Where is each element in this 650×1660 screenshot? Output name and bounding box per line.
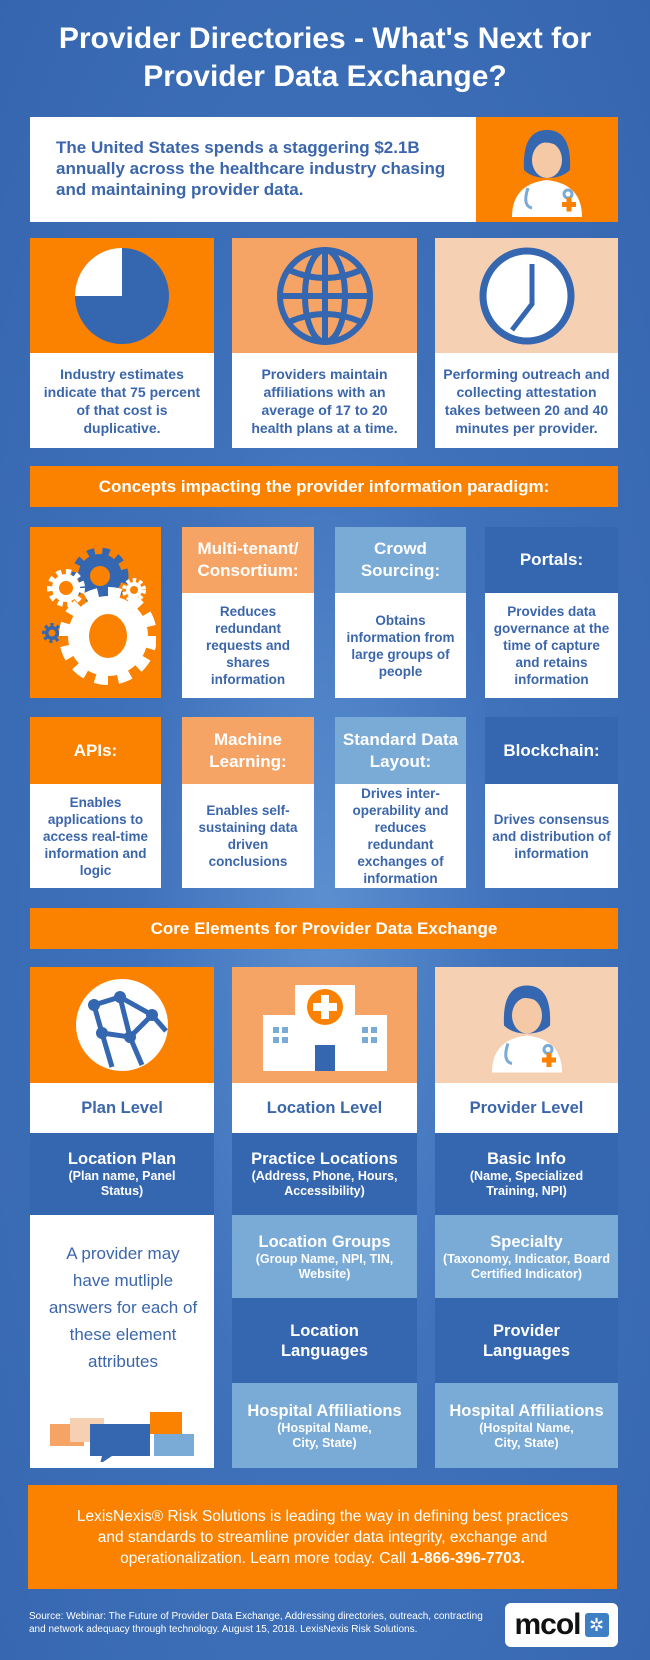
row-title: Location Plan — [67, 1150, 177, 1168]
footer-phone-link[interactable]: 1-866-396-7703. — [410, 1549, 525, 1567]
gears-icon — [30, 527, 161, 698]
concept-text: Enables applications to access real-time… — [30, 784, 161, 888]
stat-card-affiliations: Providers maintain affiliations with an … — [232, 353, 417, 448]
network-globe-icon — [30, 967, 214, 1083]
concept-text: Drives consensus and distribution of inf… — [485, 784, 618, 888]
location-languages-row: Location Languages — [232, 1298, 417, 1383]
location-level-label: Location Level — [232, 1083, 417, 1133]
concept-title: Portals: — [485, 527, 618, 593]
footer-cta: LexisNexis® Risk Solutions is leading th… — [28, 1485, 617, 1589]
speech-bubbles-icon — [50, 1412, 194, 1462]
row-title: Provider Languages — [482, 1321, 571, 1360]
footer-text: LexisNexis® Risk Solutions is leading th… — [76, 1507, 569, 1567]
row-title: Practice Locations — [251, 1150, 398, 1168]
row-title: Hospital Affiliations — [449, 1401, 604, 1420]
location-hospital-affiliations-row: Hospital Affiliations(Hospital Name, Cit… — [232, 1383, 417, 1468]
intro-text: The United States spends a staggering $2… — [56, 138, 446, 199]
logo-text: mcol — [514, 1608, 581, 1641]
pie-chart-icon — [30, 238, 214, 353]
clock-icon — [435, 238, 618, 353]
provider-languages-row: Provider Languages — [435, 1298, 618, 1383]
plan-note: A provider may have mutliple answers for… — [48, 1244, 198, 1371]
row-title: Location Languages — [280, 1321, 369, 1360]
row-sub: (Hospital Name, City, State) — [277, 1420, 372, 1450]
specialty-row: Specialty(Taxonomy, Indicator, Board Cer… — [435, 1215, 618, 1298]
concept-title: Machine Learning: — [182, 717, 314, 784]
logo-asterisk-icon: ✲ — [584, 1613, 609, 1637]
practice-locations-row: Practice Locations(Address, Phone, Hours… — [232, 1133, 417, 1215]
concept-title: Standard Data Layout: — [335, 717, 466, 784]
source-citation: Source: Webinar: The Future of Provider … — [29, 1611, 483, 1635]
concept-title: Crowd Sourcing: — [335, 527, 466, 593]
intro-box: The United States spends a staggering $2… — [30, 117, 476, 222]
page-title: Provider Directories - What's Next for P… — [58, 22, 592, 93]
provider-level-label: Provider Level — [435, 1083, 618, 1133]
mcol-logo: mcol ✲ — [505, 1603, 618, 1647]
stat-text: Performing outreach and collecting attes… — [443, 365, 610, 436]
basic-info-row: Basic Info(Name, Specialized Training, N… — [435, 1133, 618, 1215]
concept-text: Drives inter-operability and reduces red… — [335, 784, 466, 888]
row-title: Basic Info — [487, 1150, 566, 1168]
concept-title: Multi-tenant/ Consortium: — [182, 527, 314, 593]
row-sub: (Plan name, Panel Status) — [68, 1169, 176, 1198]
stat-text: Providers maintain affiliations with an … — [251, 365, 398, 436]
doctor-icon — [476, 117, 618, 222]
row-sub: (Name, Specialized Training, NPI) — [469, 1169, 584, 1198]
globe-icon — [232, 238, 417, 353]
row-sub: (Group Name, NPI, TIN, Website) — [255, 1251, 394, 1281]
location-plan-row: Location Plan (Plan name, Panel Status) — [30, 1133, 214, 1215]
core-banner: Core Elements for Provider Data Exchange — [30, 908, 618, 949]
stat-card-attestation: Performing outreach and collecting attes… — [435, 353, 618, 448]
row-title: Hospital Affiliations — [247, 1401, 402, 1420]
concept-text: Provides data governance at the time of … — [485, 593, 618, 698]
row-sub: (Address, Phone, Hours, Accessibility) — [251, 1169, 398, 1198]
concept-title: Blockchain: — [485, 717, 618, 784]
provider-doctor-icon — [435, 967, 618, 1083]
stat-text: Industry estimates indicate that 75 perc… — [43, 365, 201, 436]
concept-text: Reduces redundant requests and shares in… — [182, 593, 314, 698]
plan-note-box: A provider may have mutliple answers for… — [30, 1215, 214, 1468]
plan-level-label: Plan Level — [30, 1083, 214, 1133]
stat-card-duplicative: Industry estimates indicate that 75 perc… — [30, 353, 214, 448]
concepts-banner: Concepts impacting the provider informat… — [30, 466, 618, 507]
row-title: Specialty — [490, 1232, 563, 1251]
row-sub: (Hospital Name, City, State) — [479, 1420, 574, 1450]
concept-text: Enables self-sustaining data driven conc… — [182, 784, 314, 888]
concept-text: Obtains information from large groups of… — [335, 593, 466, 698]
hospital-icon — [232, 967, 417, 1083]
row-sub: (Taxonomy, Indicator, Board Certified In… — [443, 1251, 610, 1281]
row-title: Location Groups — [258, 1232, 391, 1251]
provider-hospital-affiliations-row: Hospital Affiliations(Hospital Name, Cit… — [435, 1383, 618, 1468]
concept-title: APIs: — [30, 717, 161, 784]
location-groups-row: Location Groups(Group Name, NPI, TIN, We… — [232, 1215, 417, 1298]
